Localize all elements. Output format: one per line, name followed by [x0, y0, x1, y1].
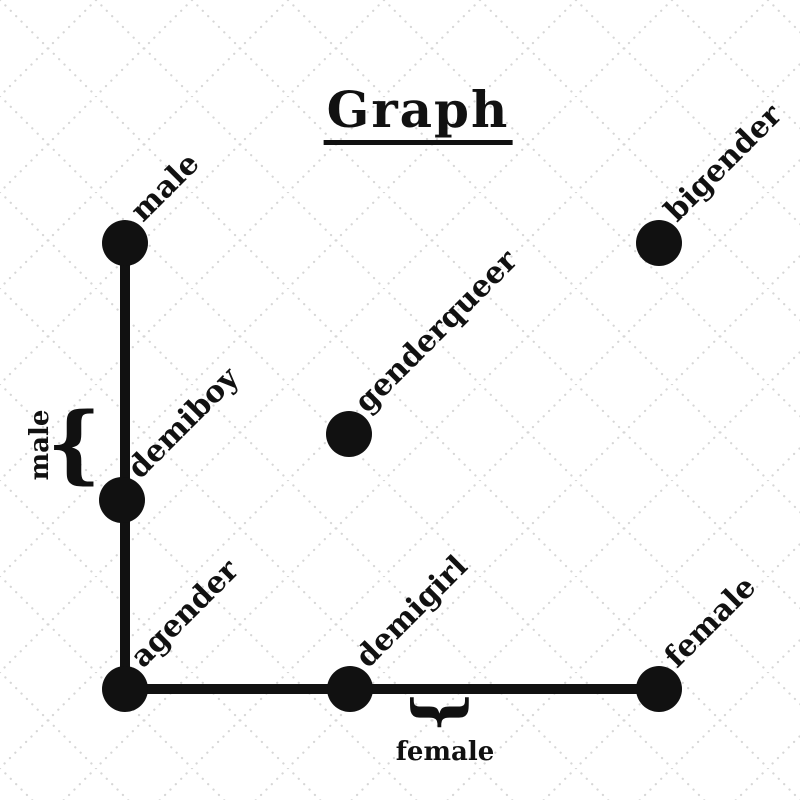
brace-label-female: female	[396, 737, 495, 767]
left-brace-icon: {	[47, 394, 101, 493]
node-dot-male	[102, 220, 148, 266]
chart-title: Graph	[323, 80, 513, 145]
brace-label-male: male	[25, 410, 55, 481]
node-dot-demiboy	[99, 477, 145, 523]
node-dot-genderqueer	[326, 411, 372, 457]
node-dot-female	[636, 666, 682, 712]
node-dot-demigirl	[327, 666, 373, 712]
node-dot-agender	[102, 666, 148, 712]
node-dot-bigender	[636, 220, 682, 266]
under-brace-icon: {	[400, 691, 475, 732]
